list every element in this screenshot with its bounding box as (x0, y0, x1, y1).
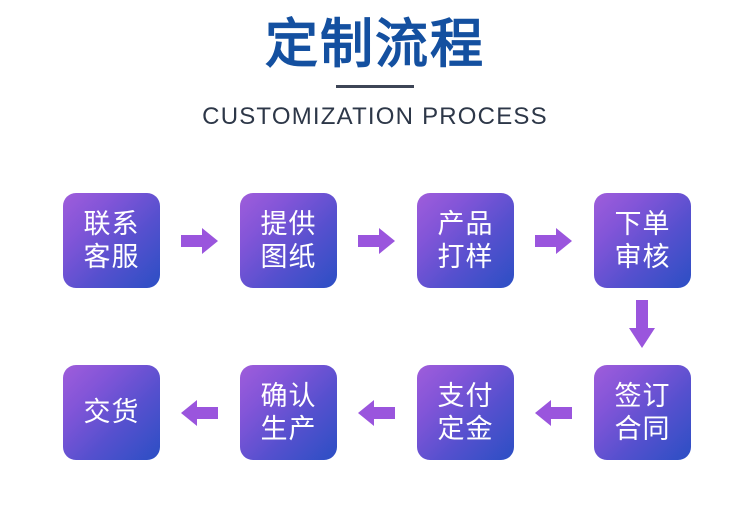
arrow-left-icon (358, 398, 396, 428)
flow-row-2: 交货 确认 生产 支付 定金 签订 合同 (0, 365, 750, 461)
step-box-1: 联系 客服 (63, 193, 160, 288)
step-box-6-line1: 支付 (437, 380, 494, 411)
step-box-5: 签订 合同 (594, 365, 691, 460)
step-box-1-line2: 客服 (83, 241, 140, 272)
title-divider (336, 84, 414, 88)
arrow-left-icon (181, 398, 219, 428)
step-box-8: 交货 (63, 365, 160, 460)
step-box-4-line2: 审核 (614, 241, 671, 272)
step-box-4-line1: 下单 (614, 208, 671, 239)
step-box-3-line1: 产品 (437, 208, 494, 239)
arrow-right-icon (181, 226, 219, 256)
step-box-3-line2: 打样 (437, 241, 494, 272)
step-box-5-line1: 签订 (614, 380, 671, 411)
page-subtitle: CUSTOMIZATION PROCESS (202, 103, 548, 130)
header: 定制流程 CUSTOMIZATION PROCESS (0, 0, 750, 131)
step-box-3: 产品 打样 (417, 193, 514, 288)
step-box-4: 下单 审核 (594, 193, 691, 288)
step-box-7: 确认 生产 (240, 365, 337, 460)
step-box-8-line1: 交货 (83, 397, 140, 427)
step-box-7-line2: 生产 (260, 413, 317, 444)
page-title: 定制流程 (265, 15, 485, 74)
flow-row-1: 联系 客服 提供 图纸 产品 打样 下单 审核 (0, 193, 750, 289)
step-box-6-line2: 定金 (437, 413, 494, 444)
arrow-left-icon (535, 398, 573, 428)
step-box-5-line2: 合同 (614, 413, 671, 444)
step-box-7-line1: 确认 (260, 380, 317, 411)
step-box-6: 支付 定金 (417, 365, 514, 460)
step-box-1-line1: 联系 (83, 208, 140, 239)
arrow-right-icon (535, 226, 573, 256)
title-divider-wrap (0, 76, 750, 96)
step-box-2-line2: 图纸 (260, 241, 317, 272)
step-box-2-line1: 提供 (260, 208, 317, 239)
arrow-down-icon (627, 300, 657, 350)
arrow-right-icon (358, 226, 396, 256)
step-box-2: 提供 图纸 (240, 193, 337, 288)
